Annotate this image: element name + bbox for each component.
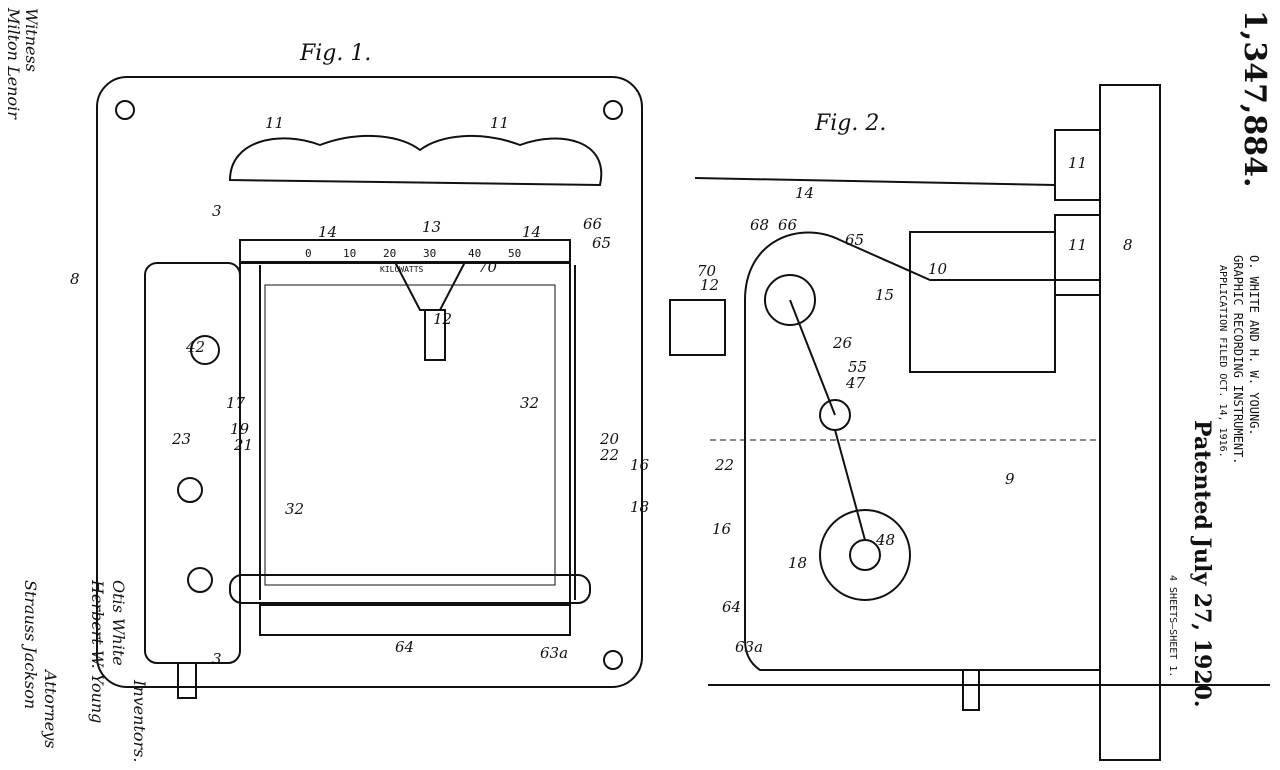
svg-text:13: 13 bbox=[422, 218, 441, 236]
drum-housing bbox=[144, 262, 241, 664]
arm-14 bbox=[694, 177, 1056, 186]
svg-text:3: 3 bbox=[212, 650, 222, 668]
svg-text:40: 40 bbox=[468, 247, 481, 260]
scale-ticks: 0 10 20 30 40 50 KILOWATTS bbox=[305, 247, 521, 274]
fig1-title: Fig. 1. bbox=[299, 41, 371, 66]
svg-text:3: 3 bbox=[212, 202, 222, 220]
svg-text:19: 19 bbox=[230, 420, 250, 438]
svg-text:47: 47 bbox=[845, 374, 866, 392]
fig1-base-plate bbox=[96, 76, 643, 688]
mount-hole bbox=[603, 100, 623, 120]
svg-text:12: 12 bbox=[700, 276, 719, 294]
coil-11 bbox=[1054, 129, 1101, 201]
header-block: O. WHITE AND H. W. YOUNG. GRAPHIC RECORD… bbox=[1214, 255, 1262, 465]
svg-text:20: 20 bbox=[599, 430, 620, 448]
svg-text:8: 8 bbox=[1123, 236, 1133, 254]
fig2-base-plate bbox=[1099, 84, 1161, 761]
svg-text:21: 21 bbox=[233, 436, 253, 454]
svg-text:63a: 63a bbox=[735, 638, 763, 656]
svg-text:11: 11 bbox=[1068, 236, 1087, 254]
fig1-drawing bbox=[96, 76, 643, 699]
bottom-roller bbox=[259, 604, 571, 636]
svg-text:8: 8 bbox=[70, 270, 80, 288]
svg-text:66: 66 bbox=[778, 216, 798, 234]
chart-paper bbox=[264, 284, 556, 586]
attorneys-name: Strauss Jackson bbox=[21, 580, 40, 710]
inventor-signatures: Inventors. Otis White Herbert W. Young bbox=[87, 580, 150, 762]
witness-name: Milton Lenoir bbox=[4, 8, 23, 119]
svg-text:12: 12 bbox=[433, 310, 452, 328]
svg-text:14: 14 bbox=[318, 223, 337, 241]
svg-text:30: 30 bbox=[423, 247, 436, 260]
application-date: APPLICATION FILED OCT. 14, 1916. bbox=[1217, 265, 1228, 458]
mount-hole bbox=[115, 100, 135, 120]
fig2-drawing bbox=[669, 84, 1270, 761]
svg-text:15: 15 bbox=[875, 286, 894, 304]
svg-text:66: 66 bbox=[583, 215, 603, 233]
svg-text:18: 18 bbox=[788, 554, 807, 572]
svg-text:16: 16 bbox=[712, 520, 732, 538]
coil-11 bbox=[1054, 214, 1101, 296]
inventor-2: Herbert W. Young bbox=[88, 580, 107, 724]
scale-label: KILOWATTS bbox=[380, 265, 424, 274]
patent-number: 1,347,884. bbox=[1237, 10, 1272, 188]
svg-text:55: 55 bbox=[848, 358, 867, 376]
svg-text:10: 10 bbox=[343, 247, 356, 260]
svg-text:70: 70 bbox=[697, 262, 717, 280]
svg-text:17: 17 bbox=[226, 394, 246, 412]
svg-text:11: 11 bbox=[265, 114, 284, 132]
svg-text:10: 10 bbox=[928, 260, 948, 278]
knob bbox=[190, 335, 220, 365]
svg-text:14: 14 bbox=[522, 223, 541, 241]
svg-text:11: 11 bbox=[1068, 154, 1087, 172]
invention-title: GRAPHIC RECORDING INSTRUMENT. bbox=[1231, 255, 1245, 465]
svg-text:63a: 63a bbox=[540, 644, 568, 662]
svg-text:22: 22 bbox=[714, 456, 734, 474]
svg-text:32: 32 bbox=[520, 394, 539, 412]
witness-heading: Witness bbox=[22, 8, 41, 72]
svg-text:70: 70 bbox=[478, 258, 498, 276]
knob bbox=[187, 567, 213, 593]
witness-block: Witness Milton Lenoir bbox=[4, 8, 41, 119]
svg-text:14: 14 bbox=[795, 184, 814, 202]
fig2-reference-labels: 14 68 66 65 70 12 15 10 11 11 8 26 55 47… bbox=[697, 154, 1133, 656]
svg-text:0: 0 bbox=[305, 247, 312, 260]
svg-text:32: 32 bbox=[285, 500, 304, 518]
attorney-signatures: Attorneys Strauss Jackson bbox=[20, 580, 60, 748]
svg-text:9: 9 bbox=[1005, 470, 1015, 488]
svg-text:64: 64 bbox=[722, 598, 741, 616]
knob bbox=[177, 477, 203, 503]
svg-text:50: 50 bbox=[508, 247, 521, 260]
svg-text:65: 65 bbox=[845, 231, 864, 249]
svg-text:48: 48 bbox=[875, 531, 895, 549]
attorneys-label: Attorneys bbox=[41, 670, 60, 749]
svg-text:64: 64 bbox=[395, 638, 414, 656]
pen bbox=[424, 309, 446, 361]
fig2-title: Fig. 2. bbox=[814, 111, 886, 136]
chart-paper-frame bbox=[239, 262, 571, 604]
inventor-1: Otis White bbox=[109, 580, 128, 666]
svg-text:11: 11 bbox=[490, 114, 509, 132]
svg-text:22: 22 bbox=[599, 446, 619, 464]
drum-10 bbox=[909, 231, 1056, 373]
pen-box bbox=[669, 299, 726, 356]
fig2-frame bbox=[744, 231, 1101, 671]
svg-text:23: 23 bbox=[171, 430, 191, 448]
inventors-line: O. WHITE AND H. W. YOUNG. bbox=[1247, 255, 1261, 436]
fig1-reference-labels: 11 11 14 13 14 66 65 3 3 8 70 12 42 32 1… bbox=[70, 114, 650, 668]
svg-text:65: 65 bbox=[592, 234, 611, 252]
mount-hole bbox=[603, 650, 623, 670]
svg-text:20: 20 bbox=[383, 247, 396, 260]
inventors-label: Inventors. bbox=[130, 680, 149, 763]
svg-text:18: 18 bbox=[630, 498, 649, 516]
patented-date: Patented July 27, 1920. bbox=[1189, 420, 1215, 708]
svg-text:16: 16 bbox=[630, 456, 650, 474]
foot-post bbox=[177, 662, 197, 699]
sheets: 4 SHEETS—SHEET 1. bbox=[1167, 575, 1178, 678]
svg-text:42: 42 bbox=[185, 338, 205, 356]
svg-text:26: 26 bbox=[832, 334, 853, 352]
magnet-coils bbox=[228, 135, 603, 187]
svg-text:68: 68 bbox=[750, 216, 769, 234]
bottom-bar bbox=[229, 574, 591, 604]
